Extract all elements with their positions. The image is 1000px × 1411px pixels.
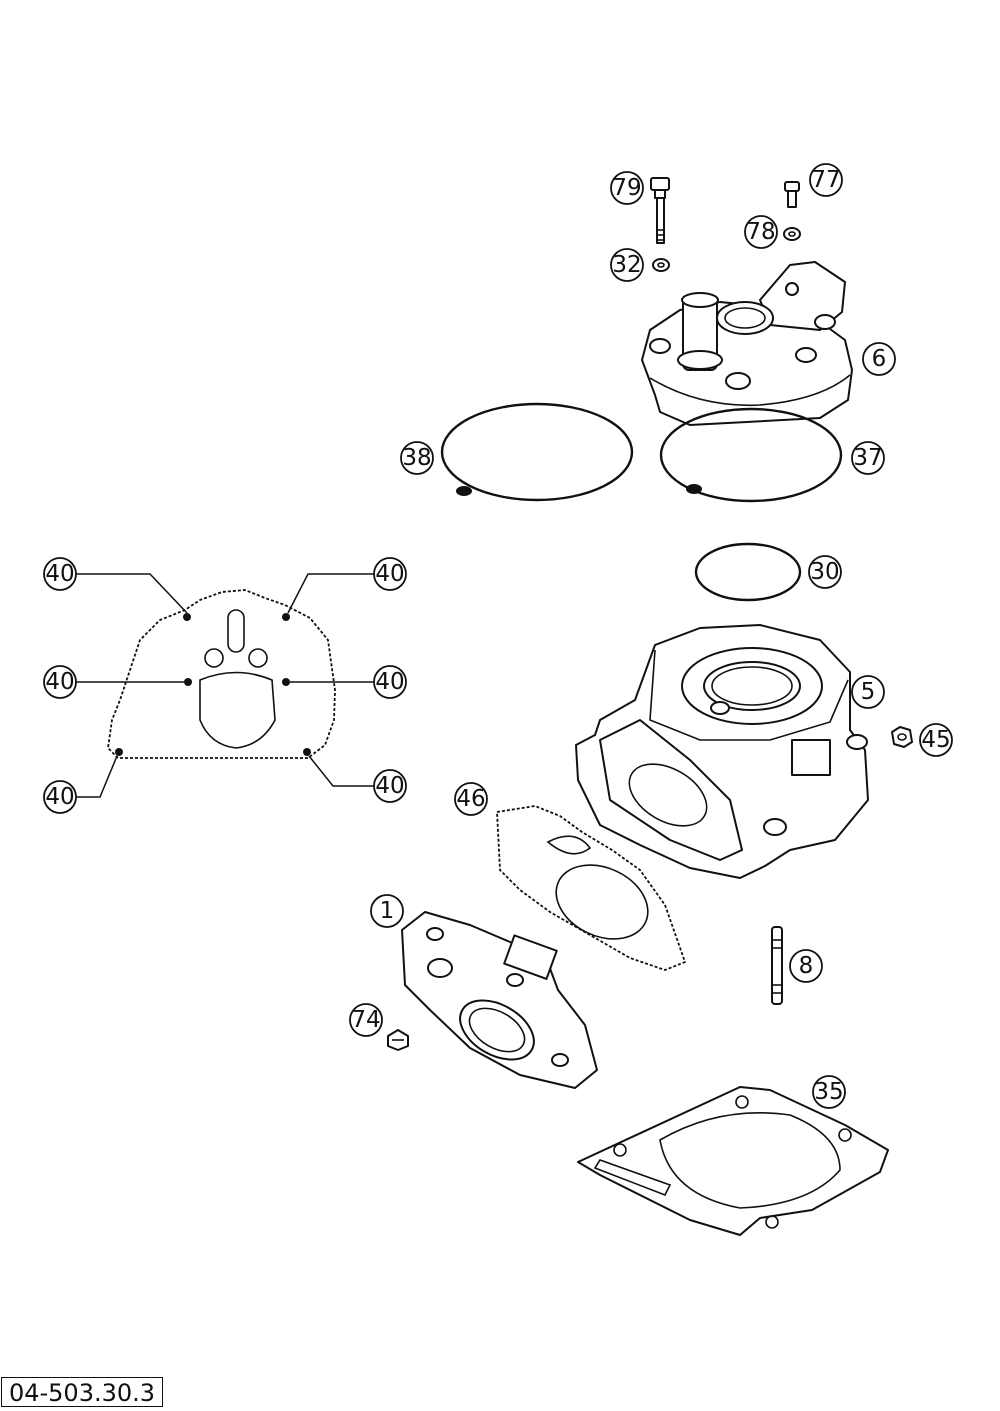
callout-label: 40 <box>45 561 74 587</box>
callout-label: 78 <box>746 219 775 245</box>
callout-30[interactable]: 30 <box>808 555 842 589</box>
callout-label: 77 <box>811 167 840 193</box>
part-base-gasket-35[interactable] <box>577 1086 889 1236</box>
part-nut-45[interactable] <box>891 726 913 748</box>
callout-label: 37 <box>853 445 882 471</box>
callout-label: 40 <box>45 669 74 695</box>
callout-label: 38 <box>402 445 431 471</box>
callout-46[interactable]: 46 <box>454 782 488 816</box>
part-washer-32[interactable] <box>652 258 670 272</box>
part-gasket-46[interactable] <box>496 805 687 971</box>
callout-40-mid-left[interactable]: 40 <box>43 665 77 699</box>
callout-label: 32 <box>612 252 641 278</box>
callout-label: 1 <box>380 898 395 924</box>
callout-78[interactable]: 78 <box>744 215 778 249</box>
callout-label: 40 <box>45 784 74 810</box>
part-bolt-79[interactable] <box>650 177 670 244</box>
diagram-reference-code: 04-503.30.3 <box>1 1377 163 1407</box>
callout-8[interactable]: 8 <box>789 949 823 983</box>
callout-1[interactable]: 1 <box>370 894 404 928</box>
part-cylinder-5[interactable] <box>575 624 869 879</box>
callout-40-bottom-right[interactable]: 40 <box>373 769 407 803</box>
part-stud-8[interactable] <box>771 926 783 1005</box>
callout-label: 40 <box>375 669 404 695</box>
callout-40-top-left[interactable]: 40 <box>43 557 77 591</box>
callout-label: 45 <box>921 727 950 753</box>
part-washer-78[interactable] <box>783 227 801 241</box>
callout-label: 46 <box>456 786 485 812</box>
callout-5[interactable]: 5 <box>851 675 885 709</box>
part-cylinder-head-6[interactable] <box>641 261 853 426</box>
part-oring-30[interactable] <box>694 542 802 602</box>
callout-35[interactable]: 35 <box>812 1075 846 1109</box>
callout-label: 35 <box>814 1079 843 1105</box>
callout-label: 8 <box>799 953 814 979</box>
callout-74[interactable]: 74 <box>349 1003 383 1037</box>
part-oring-37[interactable] <box>659 407 843 503</box>
part-screw-77[interactable] <box>784 181 800 208</box>
callout-45[interactable]: 45 <box>919 723 953 757</box>
part-gasket-detail[interactable] <box>107 589 336 759</box>
callout-label: 40 <box>375 561 404 587</box>
callout-40-mid-right[interactable]: 40 <box>373 665 407 699</box>
part-nut-74[interactable] <box>387 1029 409 1051</box>
callout-77[interactable]: 77 <box>809 163 843 197</box>
callout-label: 40 <box>375 773 404 799</box>
callout-32[interactable]: 32 <box>610 248 644 282</box>
callout-79[interactable]: 79 <box>610 171 644 205</box>
callout-40-bottom-left[interactable]: 40 <box>43 780 77 814</box>
callout-label: 74 <box>351 1007 380 1033</box>
callout-label: 5 <box>861 679 876 705</box>
part-oring-38[interactable] <box>440 402 634 502</box>
callout-38[interactable]: 38 <box>400 441 434 475</box>
callout-label: 30 <box>810 559 839 585</box>
callout-40-top-right[interactable]: 40 <box>373 557 407 591</box>
callout-label: 79 <box>612 175 641 201</box>
leader-lines <box>76 573 374 798</box>
part-intake-flange-1[interactable] <box>401 911 598 1089</box>
callout-37[interactable]: 37 <box>851 441 885 475</box>
callout-6[interactable]: 6 <box>862 342 896 376</box>
callout-label: 6 <box>872 346 887 372</box>
